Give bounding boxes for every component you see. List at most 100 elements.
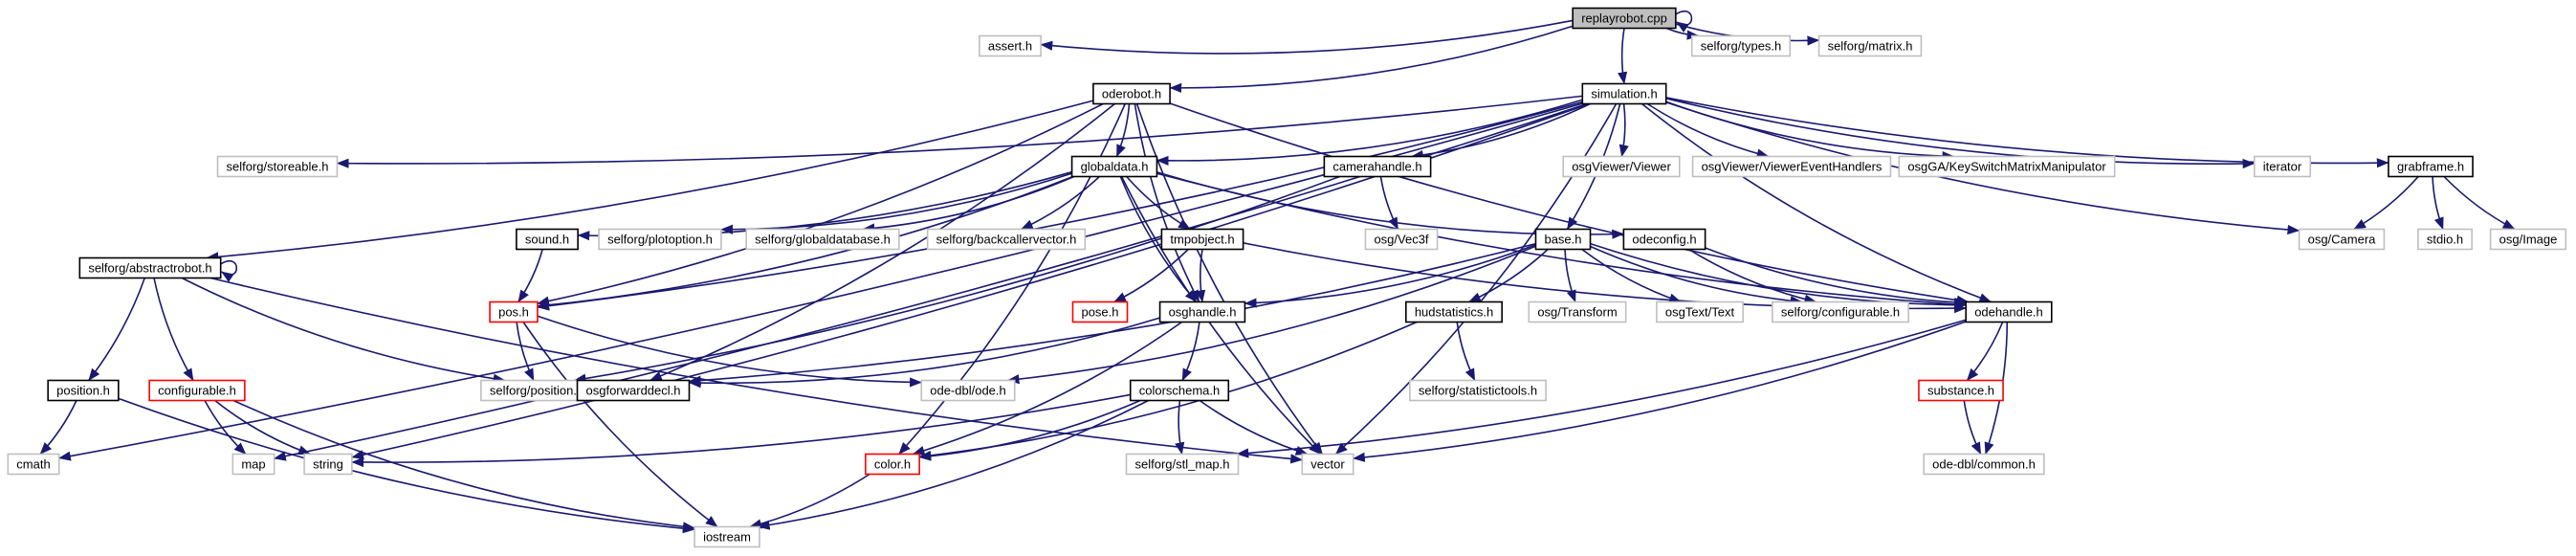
node-label: vector: [1310, 457, 1345, 472]
node-odeconfig[interactable]: odeconfig.h: [1622, 228, 1706, 251]
node-label: selforg/position.h: [490, 384, 583, 398]
node-box: [516, 228, 579, 251]
node-box: [1965, 300, 2053, 323]
node-box: [2388, 155, 2474, 178]
node-box: [47, 379, 120, 402]
node-globaldatabase[interactable]: selforg/globaldatabase.h: [745, 228, 900, 251]
node-pose[interactable]: pose.h: [1071, 300, 1129, 323]
node-box: [1581, 82, 1667, 105]
node-selfmatrix[interactable]: selforg/matrix.h: [1817, 34, 1923, 57]
node-box: [1129, 379, 1230, 402]
node-backcaller[interactable]: selforg/backcallervector.h: [926, 228, 1087, 251]
node-iterator[interactable]: iterator: [2253, 155, 2312, 178]
node-statistictools[interactable]: selforg/statistictools.h: [1409, 379, 1547, 402]
node-configurableself[interactable]: selforg/configurable.h: [1772, 300, 1909, 323]
node-globaldata[interactable]: globaldata.h: [1070, 155, 1158, 178]
node-colorschema[interactable]: colorschema.h: [1129, 379, 1230, 402]
node-box: [1918, 379, 2004, 402]
node-map[interactable]: map: [231, 453, 275, 476]
edge-color-to-iostream: [749, 473, 870, 529]
node-position[interactable]: position.h: [47, 379, 120, 402]
node-box: [2489, 228, 2567, 251]
node-sound[interactable]: sound.h: [516, 228, 579, 251]
node-string[interactable]: string: [303, 453, 353, 476]
node-box: [1160, 228, 1244, 251]
node-box: [694, 525, 760, 548]
edge-osghandle-to-color: [912, 321, 1183, 456]
node-grabframe[interactable]: grabframe.h: [2388, 155, 2474, 178]
node-color[interactable]: color.h: [865, 453, 920, 476]
node-osgviewer[interactable]: osgViewer/Viewer: [1562, 155, 1681, 178]
node-stdio[interactable]: stdio.h: [2417, 228, 2473, 251]
edge-abstractrobot-to-position: [88, 278, 146, 382]
node-osgviewerevent[interactable]: osgViewer/ViewerEventHandlers: [1691, 155, 1892, 178]
node-osgtext[interactable]: osgText/Text: [1656, 300, 1744, 323]
node-box: [1158, 300, 1246, 323]
node-hudstatistics[interactable]: hudstatistics.h: [1405, 300, 1503, 323]
node-box: [1071, 300, 1129, 323]
node-box: [1364, 228, 1439, 251]
node-osgimage[interactable]: osg/Image: [2489, 228, 2567, 251]
node-tmpobject[interactable]: tmpobject.h: [1160, 228, 1244, 251]
node-label: stdio.h: [2427, 233, 2463, 247]
node-selfstoreable[interactable]: selforg/storeable.h: [216, 155, 339, 178]
node-box: [1534, 228, 1592, 251]
node-configurable[interactable]: configurable.h: [148, 379, 246, 402]
node-osgvec3f[interactable]: osg/Vec3f: [1364, 228, 1439, 251]
node-substance[interactable]: substance.h: [1918, 379, 2004, 402]
edge-oderobot-to-globaldata: [1115, 103, 1131, 158]
node-box: [1125, 453, 1240, 476]
node-box: [7, 453, 60, 476]
edge-globaldata-to-tmpobject: [1126, 175, 1191, 231]
edge-replayrobot-to-replayrobot: [1675, 11, 1693, 33]
node-selfposition[interactable]: selforg/position.h: [480, 379, 593, 402]
node-oderobot[interactable]: oderobot.h: [1092, 82, 1171, 105]
edge-globaldata-to-pos: [537, 175, 1073, 310]
node-pos[interactable]: pos.h: [489, 300, 539, 323]
edge-globaldata-to-plotoption: [720, 172, 1072, 234]
edge-base-to-osghandle: [1244, 244, 1536, 308]
node-plotoption[interactable]: selforg/plotoption.h: [598, 228, 722, 251]
node-label: map: [241, 457, 265, 472]
node-label: string: [313, 457, 343, 472]
edge-base-to-osgtransform: [1564, 249, 1576, 303]
node-label: color.h: [874, 457, 911, 472]
node-simulation[interactable]: simulation.h: [1581, 82, 1667, 105]
node-cmath[interactable]: cmath: [7, 453, 60, 476]
node-label: colorschema.h: [1139, 384, 1221, 398]
node-label: ode-dbl/common.h: [1932, 457, 2036, 472]
node-label: selforg/abstractrobot.h: [88, 261, 211, 276]
node-odehandle[interactable]: odehandle.h: [1965, 300, 2053, 323]
node-label: osg/Camera: [2308, 233, 2377, 247]
node-label: osgGA/KeySwitchMatrixManipulator: [1907, 160, 2106, 174]
node-box: [1772, 300, 1909, 323]
node-osgtransform[interactable]: osg/Transform: [1528, 300, 1627, 323]
node-osghandle[interactable]: osghandle.h: [1158, 300, 1246, 323]
node-replayrobot[interactable]: replayrobot.cpp: [1572, 7, 1677, 30]
node-assert[interactable]: assert.h: [979, 34, 1042, 57]
node-label: cmath: [16, 457, 50, 472]
node-iostream[interactable]: iostream: [694, 525, 760, 548]
node-label: osgViewer/Viewer: [1572, 160, 1671, 174]
node-box: [979, 34, 1042, 57]
node-label: simulation.h: [1591, 87, 1657, 101]
edge-osghandle-to-colorschema: [1181, 322, 1200, 382]
node-box: [231, 453, 275, 476]
node-camerahandle[interactable]: camerahandle.h: [1323, 155, 1432, 178]
edge-tmpobject-to-pose: [1113, 248, 1189, 303]
node-selftypes[interactable]: selforg/types.h: [1690, 34, 1792, 57]
node-label: base.h: [1544, 233, 1581, 247]
node-odedblode[interactable]: ode-dbl/ode.h: [920, 379, 1016, 402]
node-abstractrobot[interactable]: selforg/abstractrobot.h: [78, 256, 222, 279]
node-osgcamera[interactable]: osg/Camera: [2298, 228, 2386, 251]
node-vector[interactable]: vector: [1301, 453, 1354, 476]
edge-simulation-to-odehandle: [1641, 102, 1993, 303]
edge-globaldata-to-backcaller: [1021, 175, 1100, 231]
node-base[interactable]: base.h: [1534, 228, 1592, 251]
node-odecommon[interactable]: ode-dbl/common.h: [1923, 453, 2045, 476]
edge-replayrobot-to-assert: [1040, 19, 1574, 55]
node-osgforward[interactable]: osgforwarddecl.h: [576, 379, 691, 402]
node-box: [1691, 155, 1892, 178]
node-stlmap[interactable]: selforg/stl_map.h: [1125, 453, 1240, 476]
node-osgga[interactable]: osgGA/KeySwitchMatrixManipulator: [1898, 155, 2116, 178]
